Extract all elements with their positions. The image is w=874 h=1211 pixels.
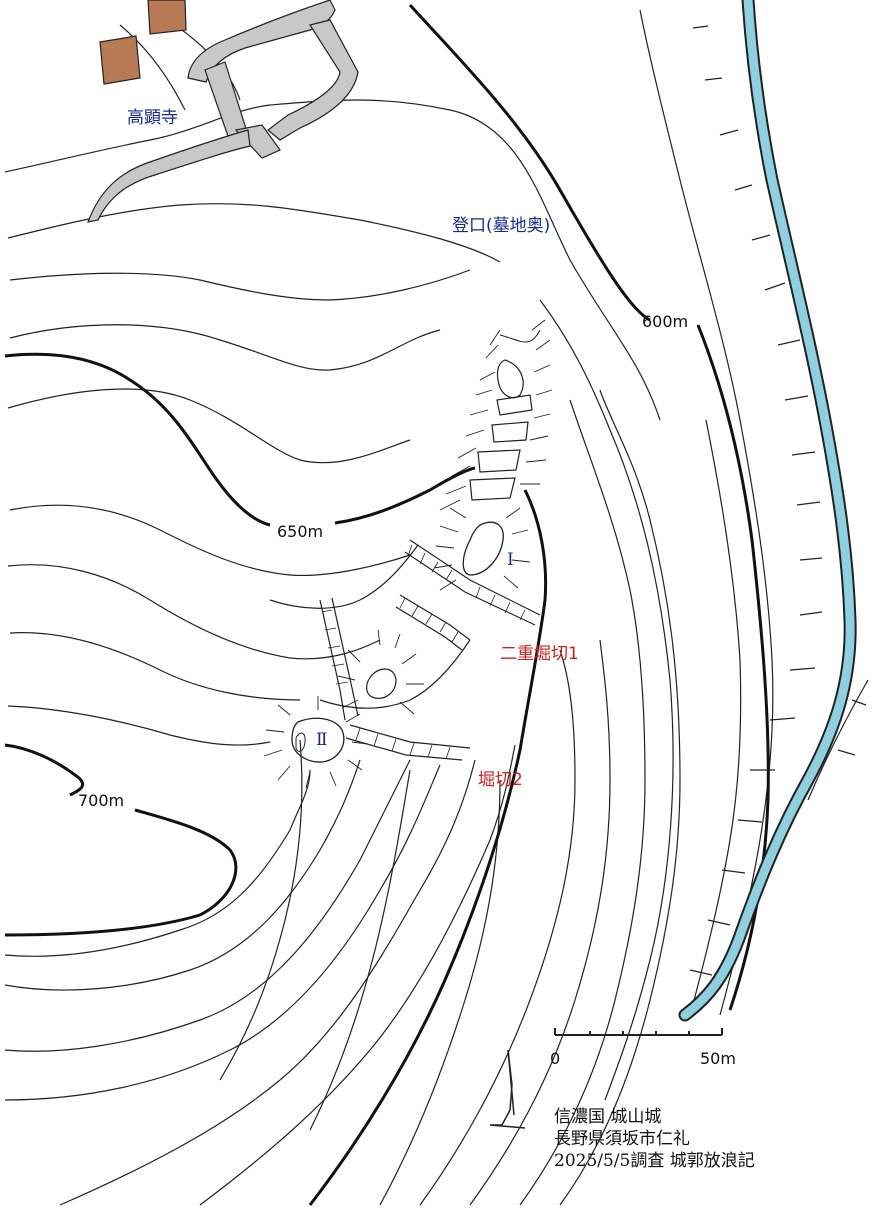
label-moat-2: 堀切2 [478,770,523,790]
map-caption: 信濃国 城山城 長野県須坂市仁礼 2025/5/5調査 城郭放浪記 [554,1107,755,1171]
north-arrow [489,1049,526,1129]
label-contour-700: 700m [78,791,124,810]
contour-lines [4,9,774,1206]
contour-650 [4,352,476,527]
caption-survey-date: 2025/5/5調査 城郭放浪記 [554,1151,755,1171]
temple-road [87,0,359,223]
label-trailhead: 登口(墓地奥) [452,216,550,236]
riverbank-ticks [689,25,867,976]
label-contour-650: 650m [277,522,323,541]
castle-ridge-earthworks [263,319,553,789]
label-contour-600: 600m [642,312,688,331]
contour-700 [4,743,238,937]
scale-end-label: 50m [700,1049,736,1068]
label-double-moat-1: 二重堀切1 [500,644,579,664]
label-enclosure-2: Ⅱ [316,730,328,750]
map-labels: 高顕寺 登口(墓地奥) 600m 650m 700m Ⅰ Ⅱ 二重堀切1 堀切2… [78,108,736,1068]
label-temple: 高顕寺 [127,108,178,128]
caption-castle-name: 信濃国 城山城 [554,1107,661,1127]
river [678,0,869,1022]
contour-bold-lower [308,489,548,1206]
label-enclosure-1: Ⅰ [507,550,514,570]
temple-buildings [99,0,187,85]
scale-bar [554,1028,723,1036]
caption-location: 長野県須坂市仁礼 [554,1129,690,1149]
scale-start-label: 0 [550,1049,560,1068]
contour-600 [408,3,770,1011]
